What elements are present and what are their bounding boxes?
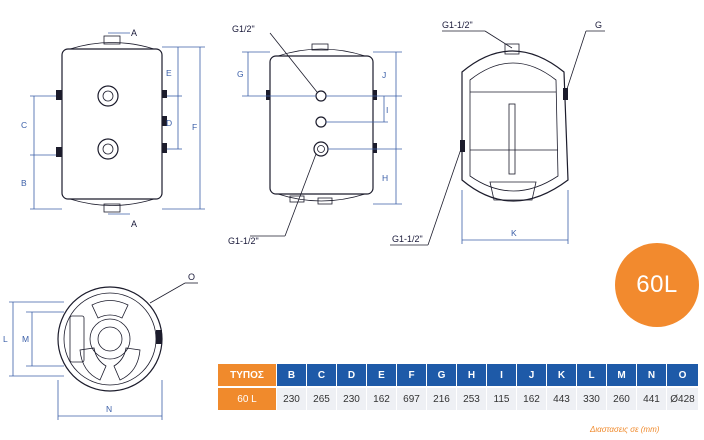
- top-label-m: M: [22, 334, 29, 344]
- table-header-l: L: [576, 364, 607, 387]
- table-cell-g: 216: [426, 386, 457, 410]
- dimensions-table: ΤΥΠΟΣ B C D E F G H I J K L M N O 60 L 2…: [218, 364, 699, 410]
- front-label-b: B: [21, 178, 27, 188]
- side-label-i: I: [386, 105, 388, 115]
- table-cell-c: 265: [306, 386, 337, 410]
- table-cell-b: 230: [276, 386, 307, 410]
- side-label-g12: G1/2": [232, 24, 255, 34]
- front-view: A A C B E D F: [21, 28, 205, 229]
- table-cell-l: 330: [576, 386, 607, 410]
- table-header-m: M: [606, 364, 637, 387]
- section-label-g112-bottom: G1-1/2": [392, 234, 423, 244]
- table-header-d: D: [336, 364, 367, 387]
- side-view: G1/2" G1-1/2" G J I H: [228, 24, 402, 246]
- table-header-n: N: [636, 364, 667, 387]
- table-row: 60 L 230 265 230 162 697 216 253 115 162…: [218, 386, 699, 410]
- units-note: Διαστασεις σε (mm): [590, 425, 660, 434]
- table-cell-k: 443: [546, 386, 577, 410]
- table-cell-f: 697: [396, 386, 427, 410]
- section-view: G1-1/2" G G1-1/2" K: [390, 20, 605, 246]
- front-label-e: E: [166, 68, 172, 78]
- table-header-j: J: [516, 364, 547, 387]
- section-label-k: K: [511, 228, 517, 238]
- table-cell-h: 253: [456, 386, 487, 410]
- front-label-a-bottom: A: [131, 219, 137, 229]
- table-header-c: C: [306, 364, 337, 387]
- capacity-badge: 60L: [615, 243, 699, 327]
- table-header-k: K: [546, 364, 577, 387]
- side-label-h: H: [382, 173, 388, 183]
- table-header-o: O: [666, 364, 699, 387]
- table-header-row: ΤΥΠΟΣ B C D E F G H I J K L M N O: [218, 364, 699, 387]
- top-label-o: O: [188, 272, 195, 282]
- table-cell-n: 441: [636, 386, 667, 410]
- table-header-g: G: [426, 364, 457, 387]
- table-cell-e: 162: [366, 386, 397, 410]
- top-label-l: L: [3, 334, 8, 344]
- table-header-f: F: [396, 364, 427, 387]
- side-label-j: J: [382, 70, 386, 80]
- side-label-g: G: [237, 69, 244, 79]
- table-cell-o: Ø428: [666, 386, 699, 410]
- top-view: O L M N: [3, 272, 198, 420]
- table-header-type: ΤΥΠΟΣ: [218, 364, 277, 387]
- table-cell-type: 60 L: [218, 386, 277, 410]
- front-label-f: F: [192, 122, 197, 132]
- side-label-g112: G1-1/2": [228, 236, 259, 246]
- table-cell-m: 260: [606, 386, 637, 410]
- section-label-g112-top: G1-1/2": [442, 20, 473, 30]
- table-cell-d: 230: [336, 386, 367, 410]
- front-label-a-top: A: [131, 28, 137, 38]
- table-cell-j: 162: [516, 386, 547, 410]
- front-label-c: C: [21, 120, 27, 130]
- table-header-e: E: [366, 364, 397, 387]
- table-header-h: H: [456, 364, 487, 387]
- table-header-i: I: [486, 364, 517, 387]
- section-label-g: G: [595, 20, 602, 30]
- table-header-b: B: [276, 364, 307, 387]
- top-label-n: N: [106, 404, 112, 414]
- front-label-d: D: [166, 118, 172, 128]
- table-cell-i: 115: [486, 386, 517, 410]
